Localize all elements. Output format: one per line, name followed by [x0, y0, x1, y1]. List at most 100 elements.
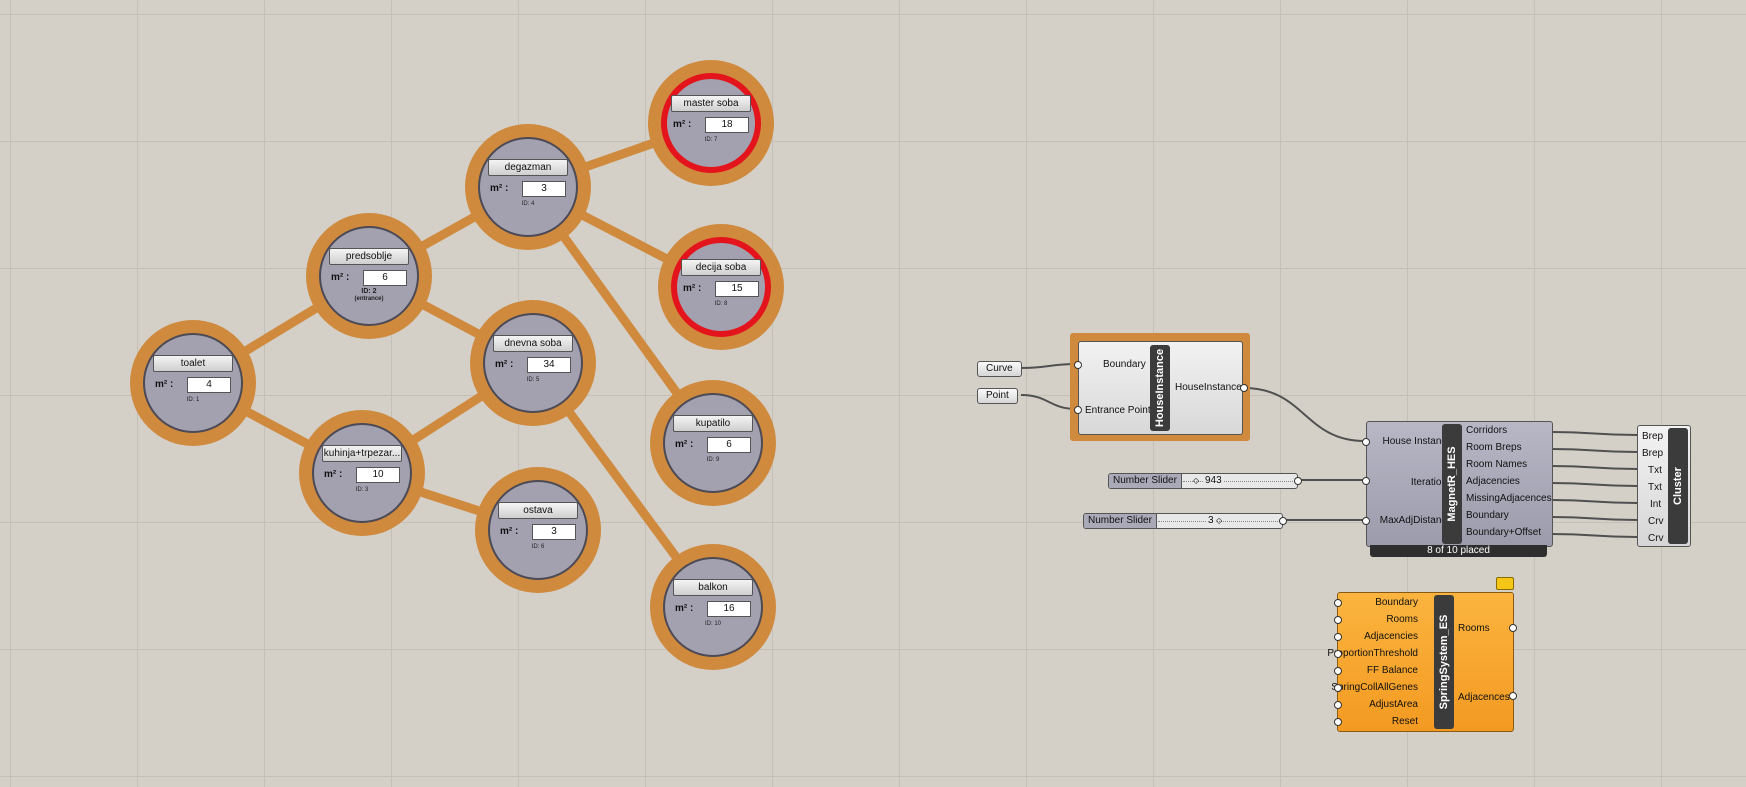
input-entrance-point: Entrance Point — [1085, 405, 1151, 416]
room-name[interactable]: dnevna soba — [493, 335, 573, 352]
spring-input-grip[interactable] — [1334, 667, 1342, 675]
room-area-input[interactable]: 34 — [527, 357, 571, 373]
room-node-kupatilo[interactable]: kupatilo m² : 6 ID: 9 — [650, 380, 776, 506]
room-node-balkon[interactable]: balkon m² : 16 ID: 10 — [650, 544, 776, 670]
input-grip-iterations[interactable] — [1362, 477, 1370, 485]
room-area-input[interactable]: 15 — [715, 281, 759, 297]
output-missing-adjacences: MissingAdjacences — [1466, 493, 1552, 504]
room-node-ostava[interactable]: ostava m² : 3 ID: 6 — [475, 467, 601, 593]
slider-output-grip[interactable] — [1279, 517, 1287, 525]
area-label: m² : — [500, 526, 519, 537]
room-name[interactable]: ostava — [498, 502, 578, 519]
curve-param[interactable]: Curve — [977, 361, 1022, 377]
wire-magnetr-to-cluster[interactable] — [1551, 533, 1638, 538]
wire-magnetr-to-cluster[interactable] — [1551, 482, 1638, 487]
cluster-input-crv-2: Crv — [1648, 533, 1664, 544]
slider-value[interactable]: 3 — [1206, 514, 1216, 528]
input-grip-entrance[interactable] — [1074, 406, 1082, 414]
room-area-row: m² : 6 — [329, 270, 409, 286]
room-area-input[interactable]: 4 — [187, 377, 231, 393]
spring-input-grip[interactable] — [1334, 718, 1342, 726]
room-area-input[interactable]: 10 — [356, 467, 400, 483]
slider-handle-icon[interactable]: ◇ — [1216, 516, 1223, 525]
spring-input-grip[interactable] — [1334, 701, 1342, 709]
comment-icon[interactable] — [1496, 577, 1514, 590]
room-node-body: dnevna soba m² : 34 ID: 5 — [483, 313, 583, 413]
room-name[interactable]: toalet — [153, 355, 233, 372]
input-springcollallgenes: SpringCollAllGenes — [1331, 682, 1418, 693]
input-iterations: Iterations — [1410, 477, 1452, 488]
magnetr-title-bar: MagnetR_HES — [1442, 424, 1462, 544]
input-adjustarea: AdjustArea — [1369, 699, 1418, 710]
input-grip-house-instance[interactable] — [1362, 438, 1370, 446]
room-node-dnevna[interactable]: dnevna soba m² : 34 ID: 5 — [470, 300, 596, 426]
output-adjacencies: Adjacencies — [1466, 476, 1520, 487]
input-grip-maxadj[interactable] — [1362, 517, 1370, 525]
wire-magnetr-to-cluster[interactable] — [1551, 516, 1638, 521]
wire-magnetr-to-cluster[interactable] — [1551, 431, 1638, 436]
spring-input-grip[interactable] — [1334, 599, 1342, 607]
spring-input-grip[interactable] — [1334, 684, 1342, 692]
room-entrance-note: (entrance) — [354, 296, 384, 302]
room-area-input[interactable]: 3 — [532, 524, 576, 540]
output-adjacences: Adjacences — [1458, 692, 1510, 703]
maxadj-number-slider[interactable]: Number Slider 3 ◇ — [1083, 513, 1283, 529]
room-id: ID: 9 — [706, 457, 720, 463]
input-grip-boundary[interactable] — [1074, 361, 1082, 369]
input-reset: Reset — [1391, 716, 1418, 727]
room-area-input[interactable]: 6 — [363, 270, 407, 286]
room-node-master[interactable]: master soba m² : 18 ID: 7 — [648, 60, 774, 186]
room-area-input[interactable]: 18 — [705, 117, 749, 133]
cluster-component[interactable]: Brep Brep Txt Txt Int Crv Crv Cluster — [1637, 425, 1691, 547]
spring-input-grip[interactable] — [1334, 616, 1342, 624]
room-id: ID: 7 — [704, 137, 718, 143]
iterations-number-slider[interactable]: Number Slider 943 ◇ — [1108, 473, 1298, 489]
room-node-body: master soba m² : 18 ID: 7 — [661, 73, 761, 173]
spring-output-grip-rooms[interactable] — [1509, 624, 1517, 632]
output-room-breps: Room Breps — [1466, 442, 1522, 453]
room-name[interactable]: master soba — [671, 95, 751, 112]
room-name[interactable]: predsoblje — [329, 248, 409, 265]
slider-track — [1158, 521, 1278, 522]
wire-houseinstance[interactable] — [1243, 387, 1366, 442]
room-area-input[interactable]: 3 — [522, 181, 566, 197]
spring-input-grip[interactable] — [1334, 633, 1342, 641]
wire-curve-to-boundary[interactable] — [1020, 363, 1078, 369]
room-id: ID: 3 — [355, 487, 369, 493]
output-houseinstance: HouseInstance — [1175, 382, 1242, 393]
room-node-toalet[interactable]: toalet m² : 4 ID: 1 — [130, 320, 256, 446]
magnetr-hes-component[interactable]: House Instance Iterations MaxAdjDistance… — [1366, 421, 1553, 547]
room-name[interactable]: degazman — [488, 159, 568, 176]
room-area-input[interactable]: 6 — [707, 437, 751, 453]
room-id: ID: 8 — [714, 301, 728, 307]
output-boundary: Boundary — [1466, 510, 1509, 521]
spring-output-grip-adjacences[interactable] — [1509, 692, 1517, 700]
slider-label: Number Slider — [1084, 514, 1157, 528]
wire-magnetr-to-cluster[interactable] — [1551, 499, 1638, 504]
wire-point-to-entrance[interactable] — [1020, 394, 1078, 410]
room-node-decija[interactable]: decija soba m² : 15 ID: 8 — [658, 224, 784, 350]
area-label: m² : — [155, 379, 174, 390]
room-area-input[interactable]: 16 — [707, 601, 751, 617]
room-node-kuhinja[interactable]: kuhinja+trpezar... m² : 10 ID: 3 — [299, 410, 425, 536]
slider-handle-icon[interactable]: ◇ — [1193, 476, 1200, 485]
wire-magnetr-to-cluster[interactable] — [1551, 465, 1638, 470]
wire-magnetr-to-cluster[interactable] — [1551, 448, 1638, 453]
room-name[interactable]: kuhinja+trpezar... — [322, 445, 402, 462]
room-name[interactable]: kupatilo — [673, 415, 753, 432]
point-param[interactable]: Point — [977, 388, 1018, 404]
springsystem-es-component[interactable]: Boundary Rooms Adjacencies ProportionThr… — [1327, 592, 1514, 732]
area-label: m² : — [495, 359, 514, 370]
room-node-predsoblje[interactable]: predsoblje m² : 6 ID: 2 (entrance) — [306, 213, 432, 339]
output-grip-houseinstance[interactable] — [1240, 384, 1248, 392]
room-name[interactable]: decija soba — [681, 259, 761, 276]
room-node-body: ostava m² : 3 ID: 6 — [488, 480, 588, 580]
room-name[interactable]: balkon — [673, 579, 753, 596]
slider-output-grip[interactable] — [1294, 477, 1302, 485]
room-area-row: m² : 4 — [153, 377, 233, 393]
houseinstance-component[interactable]: Boundary Entrance Point HouseInstance Ho… — [1078, 341, 1243, 435]
room-node-degazman[interactable]: degazman m² : 3 ID: 4 — [465, 124, 591, 250]
slider-value[interactable]: 943 — [1203, 474, 1224, 488]
spring-input-grip[interactable] — [1334, 650, 1342, 658]
